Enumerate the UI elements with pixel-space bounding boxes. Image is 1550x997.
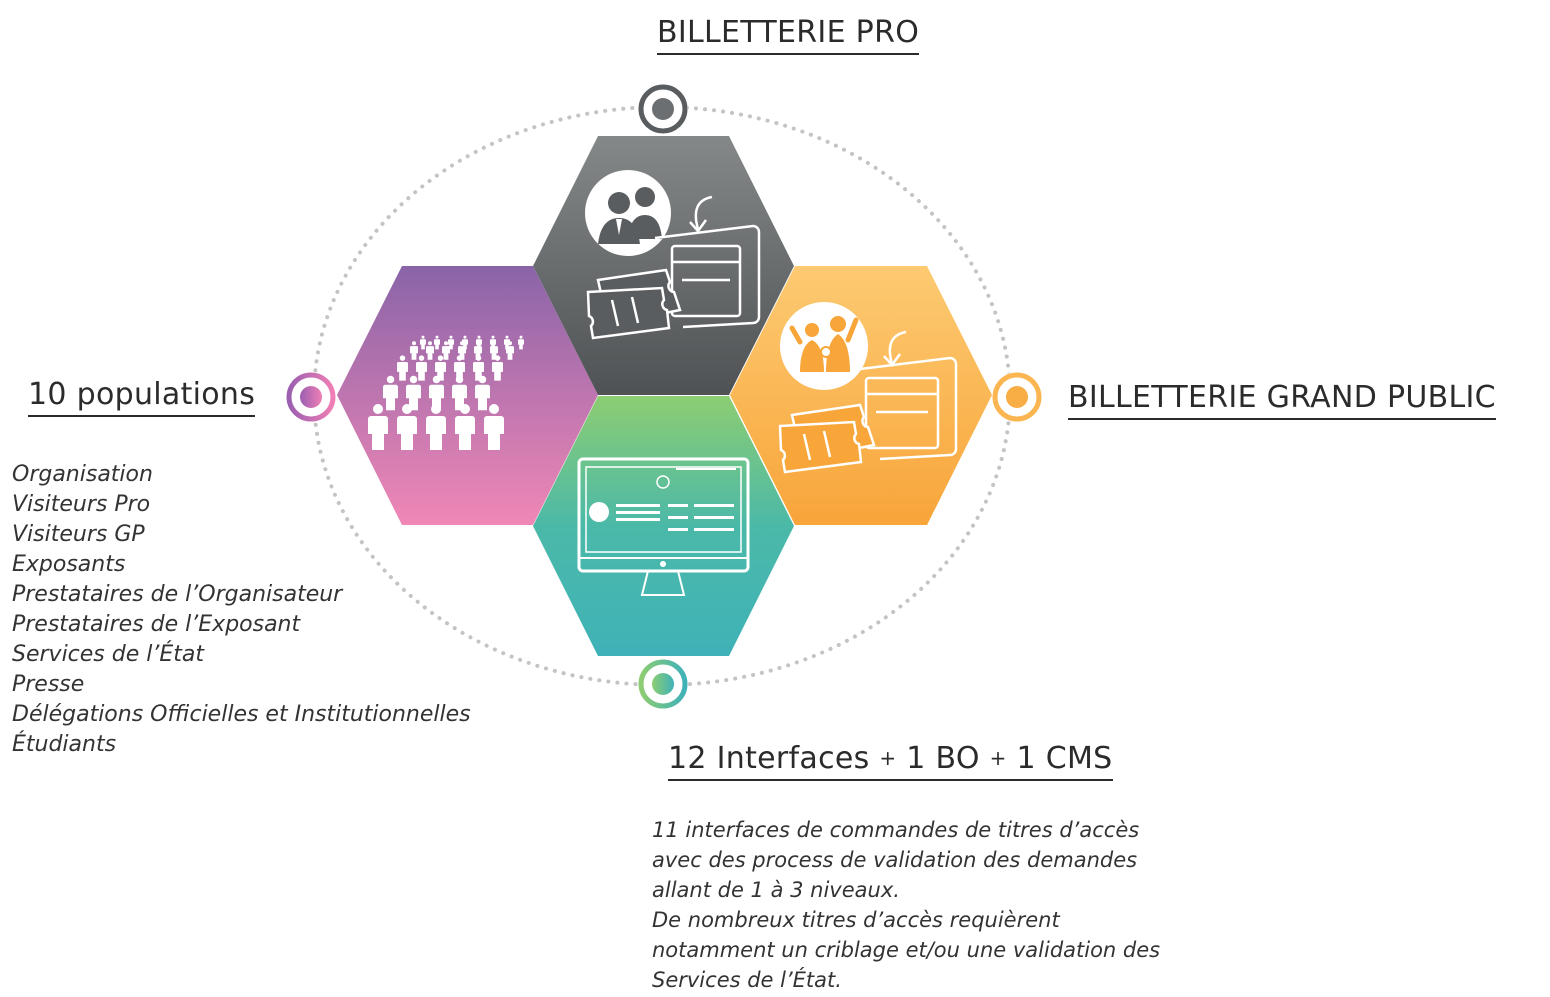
tickets-icon — [778, 403, 876, 474]
population-item: Étudiants — [12, 732, 117, 757]
ticket-window-icon — [851, 330, 958, 461]
description-paragraph: 11 interfaces de commandes de titres d’a… — [652, 818, 1140, 902]
population-item: Prestataires de l’Organisateur — [12, 582, 343, 607]
interfaces-heading-part3: 1 CMS — [1006, 741, 1113, 776]
billetterie-grand-public-heading: BILLETTERIE GRAND PUBLIC — [1068, 381, 1496, 420]
monitor-icon — [577, 457, 750, 596]
grand-public-marker — [992, 372, 1042, 422]
pro-marker — [638, 84, 688, 134]
populations-heading: 10 populations — [28, 378, 256, 417]
pro-hexagon — [533, 136, 794, 395]
description-paragraph: De nombreux titres d’accès requièrent no… — [652, 908, 1161, 992]
populations-list: Organisation Visiteurs Pro Visiteurs GP … — [12, 460, 471, 760]
populations-marker — [286, 372, 336, 422]
plus-sign: + — [989, 746, 1007, 770]
populations-hexagon — [337, 266, 598, 525]
population-item: Presse — [12, 672, 85, 697]
business-people-icon — [585, 170, 671, 256]
interfaces-description: 11 interfaces de commandes de titres d’a… — [652, 815, 1172, 995]
interfaces-marker — [638, 659, 688, 709]
billetterie-pro-heading: BILLETTERIE PRO — [657, 16, 920, 55]
population-item: Prestataires de l’Exposant — [12, 612, 301, 637]
population-item: Organisation — [12, 462, 153, 487]
interfaces-heading: 12 Interfaces + 1 BO + 1 CMS — [668, 742, 1113, 781]
interfaces-heading-part2: 1 BO — [896, 741, 990, 776]
interfaces-hexagon — [533, 396, 794, 656]
grand-public-hexagon — [730, 266, 992, 525]
tickets-icon — [586, 268, 682, 340]
plus-sign: + — [879, 746, 897, 770]
population-item: Visiteurs Pro — [12, 492, 151, 517]
interfaces-heading-part1: 12 Interfaces — [668, 741, 880, 776]
population-item: Délégations Officielles et Institutionne… — [12, 702, 471, 727]
population-item: Exposants — [12, 552, 126, 577]
population-item: Services de l’État — [12, 642, 204, 667]
family-icon — [780, 302, 868, 390]
ticket-window-icon — [654, 195, 761, 329]
population-item: Visiteurs GP — [12, 522, 145, 547]
